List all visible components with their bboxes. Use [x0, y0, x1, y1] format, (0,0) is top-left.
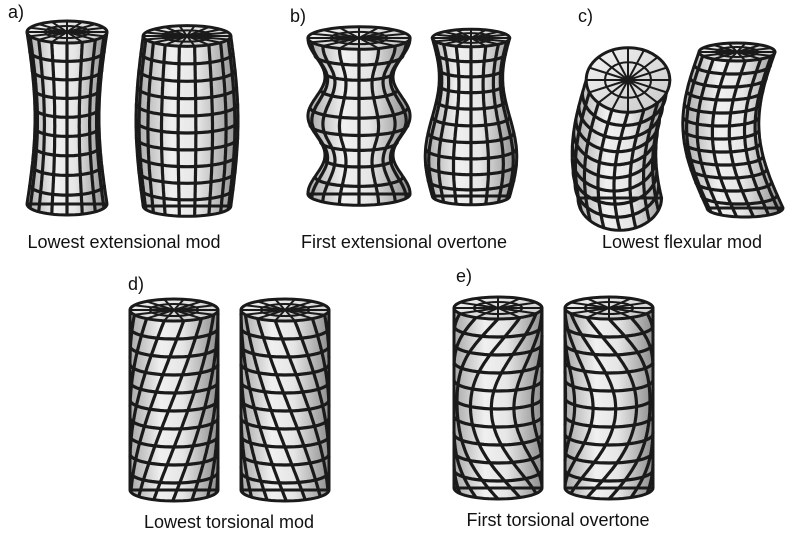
panel-c-caption: Lowest flexular mod: [601, 232, 763, 252]
panel-b-cylinder-2: [423, 27, 519, 207]
panel-a: [25, 19, 240, 218]
panel-d-caption: Lowest torsional mod: [143, 512, 315, 532]
panel-b: [306, 25, 519, 207]
panel-b-letter: b): [290, 6, 307, 26]
panel-e-cylinder-2: [563, 295, 655, 501]
panel-d-cylinder-1: [128, 297, 220, 503]
panel-c-cylinder-1: [570, 46, 672, 232]
panel-e-caption: First torsional overtone: [466, 510, 650, 530]
panel-b-caption: First extensional overtone: [300, 232, 508, 252]
panel-d-letter: d): [128, 274, 145, 294]
panel-a-cylinder-1: [25, 19, 109, 217]
panel-d-cylinder-2: [239, 297, 331, 503]
panel-b-cylinder-1: [306, 25, 412, 207]
panel-e-letter: e): [456, 266, 473, 286]
panel-c-cylinder-2: [681, 41, 785, 219]
panel-c-letter: c): [578, 6, 593, 26]
panel-a-letter: a): [8, 2, 25, 22]
panel-d: [128, 297, 331, 503]
panel-c: [570, 41, 785, 232]
panel-a-cylinder-2: [134, 24, 240, 218]
panel-a-caption: Lowest extensional mod: [27, 232, 221, 252]
panel-e-cylinder-1: [452, 295, 544, 501]
panel-e: [452, 295, 655, 501]
